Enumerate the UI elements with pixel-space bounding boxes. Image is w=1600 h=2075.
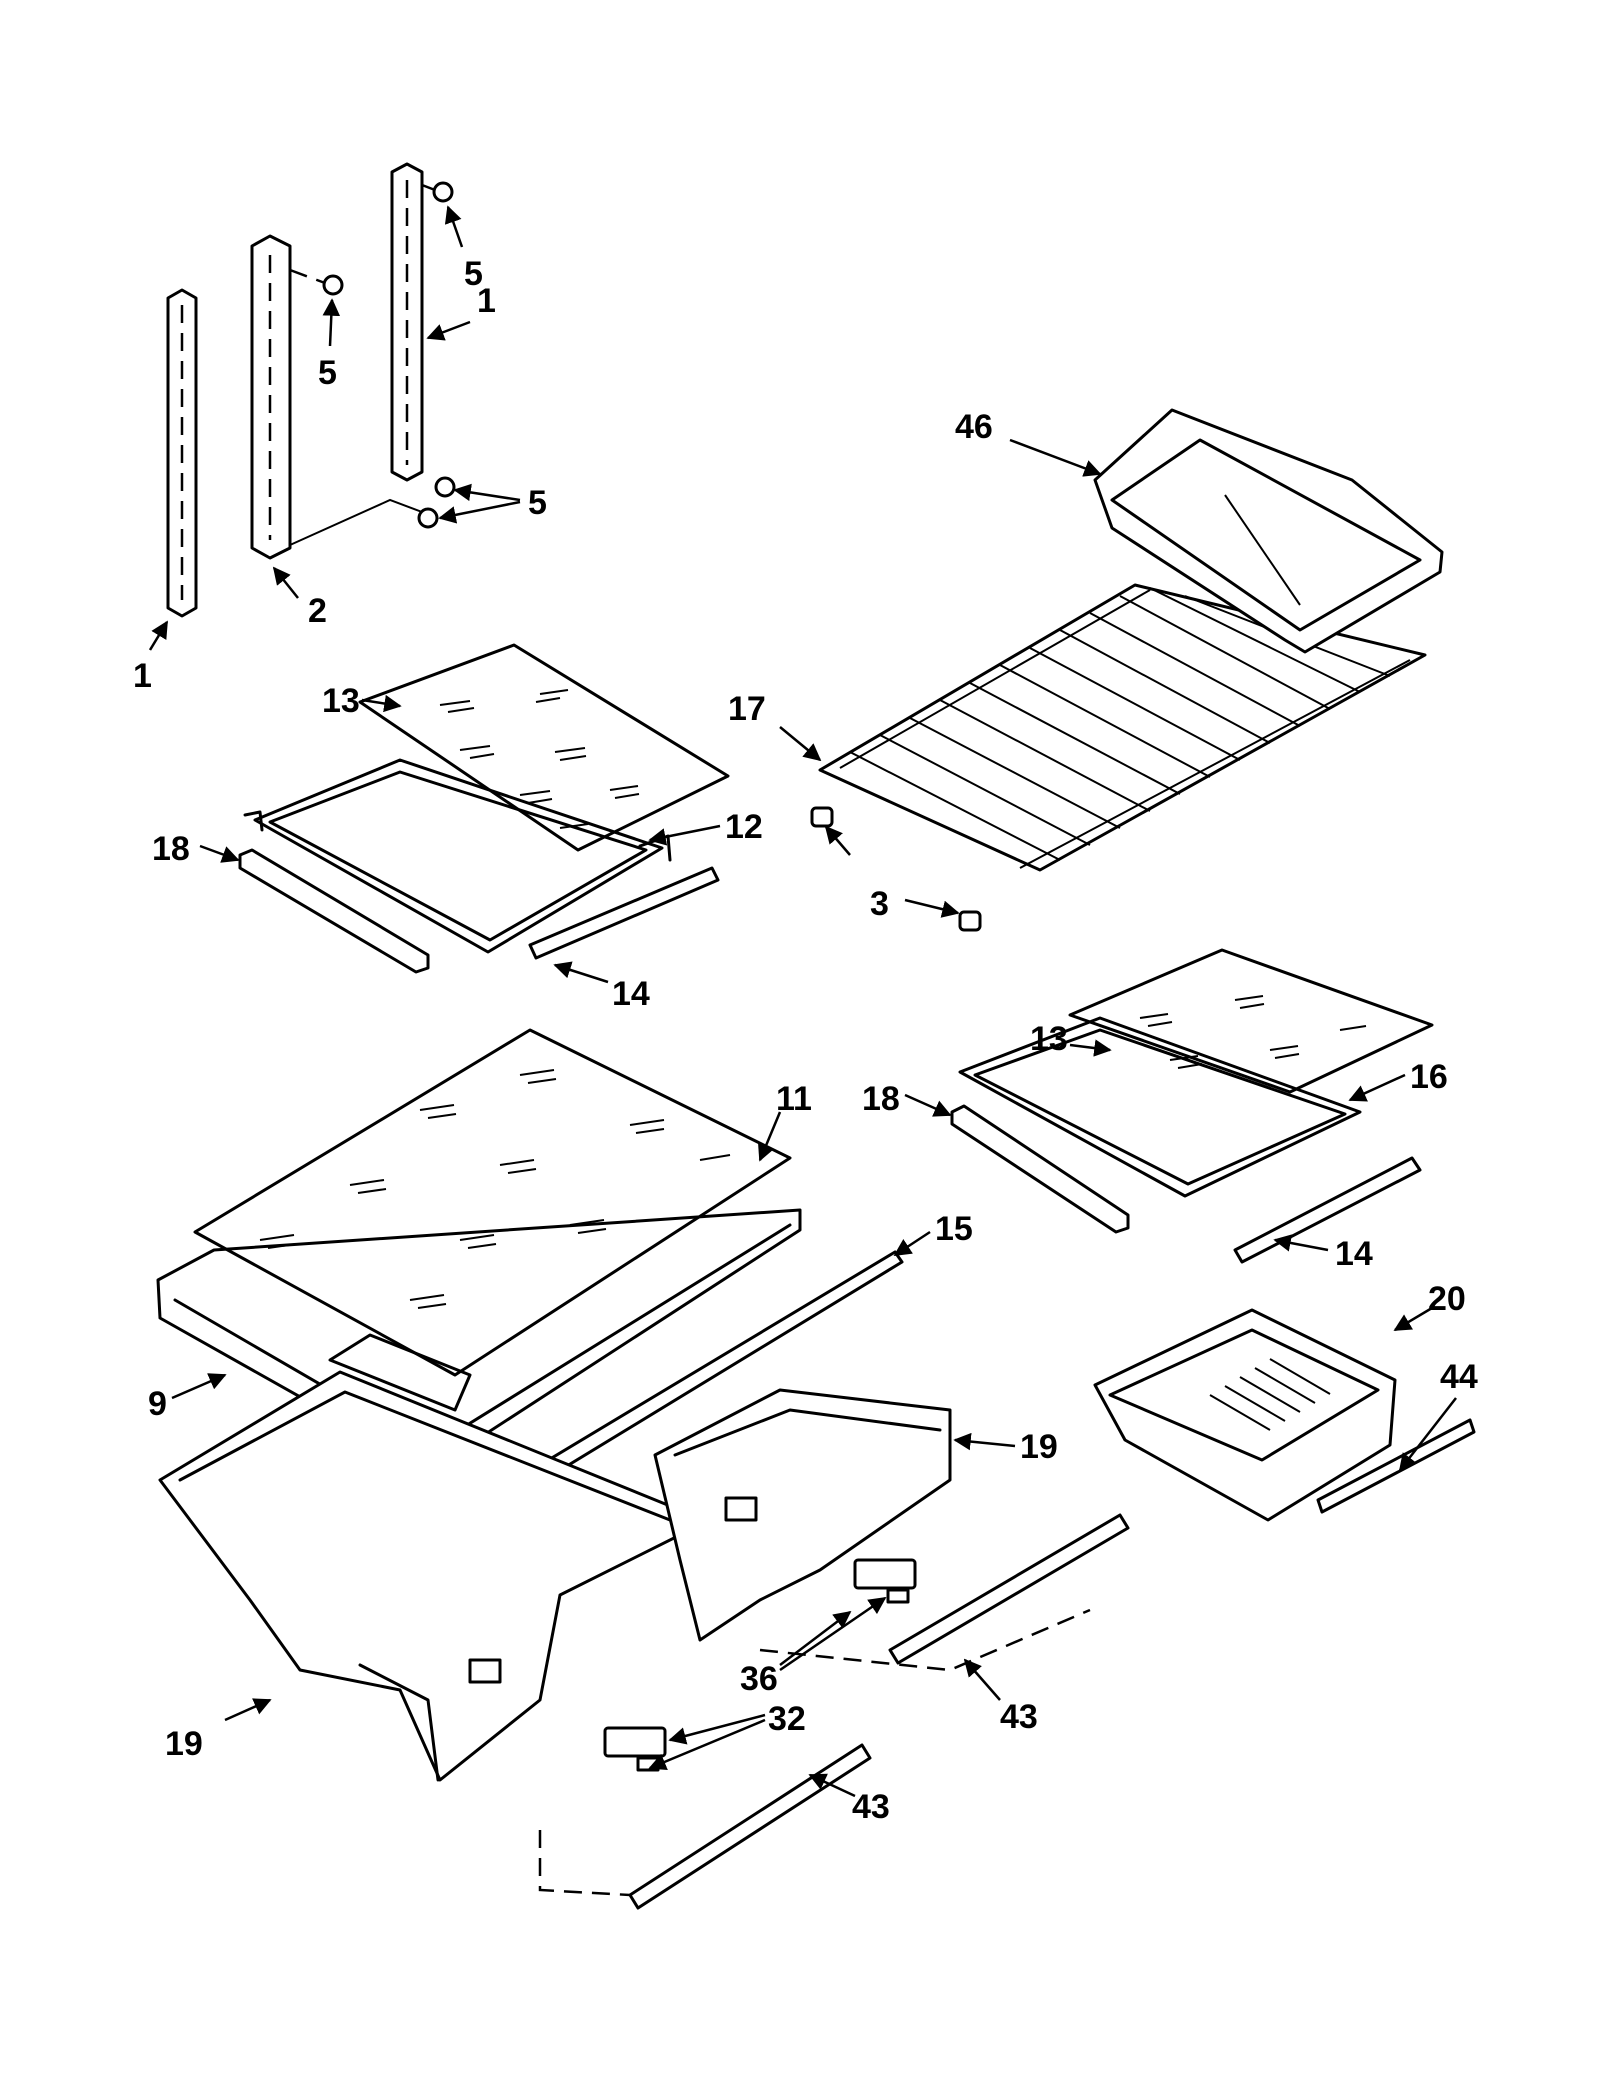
callout-43a: 43 (1000, 1698, 1038, 1736)
trim-front-right (950, 1104, 1130, 1234)
trim-front-upper-left (238, 848, 430, 974)
wire-shelf (818, 583, 1427, 872)
callout-32: 32 (768, 1700, 806, 1738)
callout-3: 3 (870, 885, 889, 923)
callout-19a: 19 (1020, 1428, 1058, 1466)
drawer-rails-43 (538, 1513, 1130, 1910)
callout-5c: 5 (528, 484, 547, 522)
callout-18b: 18 (862, 1080, 900, 1118)
callout-11: 11 (776, 1080, 812, 1118)
crisper-drawer-left (158, 1370, 692, 1782)
callout-1a: 1 (133, 657, 152, 695)
callout-15: 15 (935, 1210, 973, 1248)
callout-17: 17 (728, 690, 766, 728)
callout-36: 36 (740, 1660, 778, 1698)
callout-18a: 18 (152, 830, 190, 868)
shelf-frame-right (958, 1016, 1362, 1198)
callout-5b: 5 (318, 354, 337, 392)
callout-labels: 1 1 2 5 5 5 46 13 12 18 14 17 3 13 16 18… (133, 255, 1478, 1826)
storage-bin-46 (1093, 408, 1444, 654)
leader-lines (148, 205, 1457, 1798)
callout-14b: 14 (1335, 1235, 1373, 1273)
callout-1b: 1 (477, 282, 496, 320)
callout-9: 9 (148, 1385, 167, 1423)
glass-shelf-lower (193, 1028, 792, 1377)
shelf-clips (810, 806, 982, 932)
callout-44: 44 (1440, 1358, 1478, 1396)
callout-13b: 13 (1030, 1020, 1068, 1058)
rail-screws (289, 181, 456, 529)
callout-16: 16 (1410, 1058, 1448, 1096)
callout-14a: 14 (612, 975, 650, 1013)
trim-rear-right (1233, 1156, 1422, 1264)
glass-shelf-upper-left (358, 643, 730, 852)
shelf-rail-right (390, 162, 424, 482)
shelf-rail-center (250, 234, 431, 560)
callout-5a: 5 (464, 255, 483, 293)
glass-shelf-right (1068, 948, 1434, 1094)
callout-19b: 19 (165, 1725, 203, 1763)
shelf-rail-left (166, 288, 198, 618)
callout-20: 20 (1428, 1280, 1466, 1318)
callout-13a: 13 (322, 682, 360, 720)
callout-12: 12 (725, 808, 763, 846)
crisper-drawer-right (653, 1388, 952, 1642)
callout-43b: 43 (852, 1788, 890, 1826)
trim-rear-upper-left (528, 866, 720, 960)
callout-2: 2 (308, 592, 327, 630)
callout-46: 46 (955, 408, 993, 446)
small-drawer-20 (1093, 1308, 1397, 1522)
